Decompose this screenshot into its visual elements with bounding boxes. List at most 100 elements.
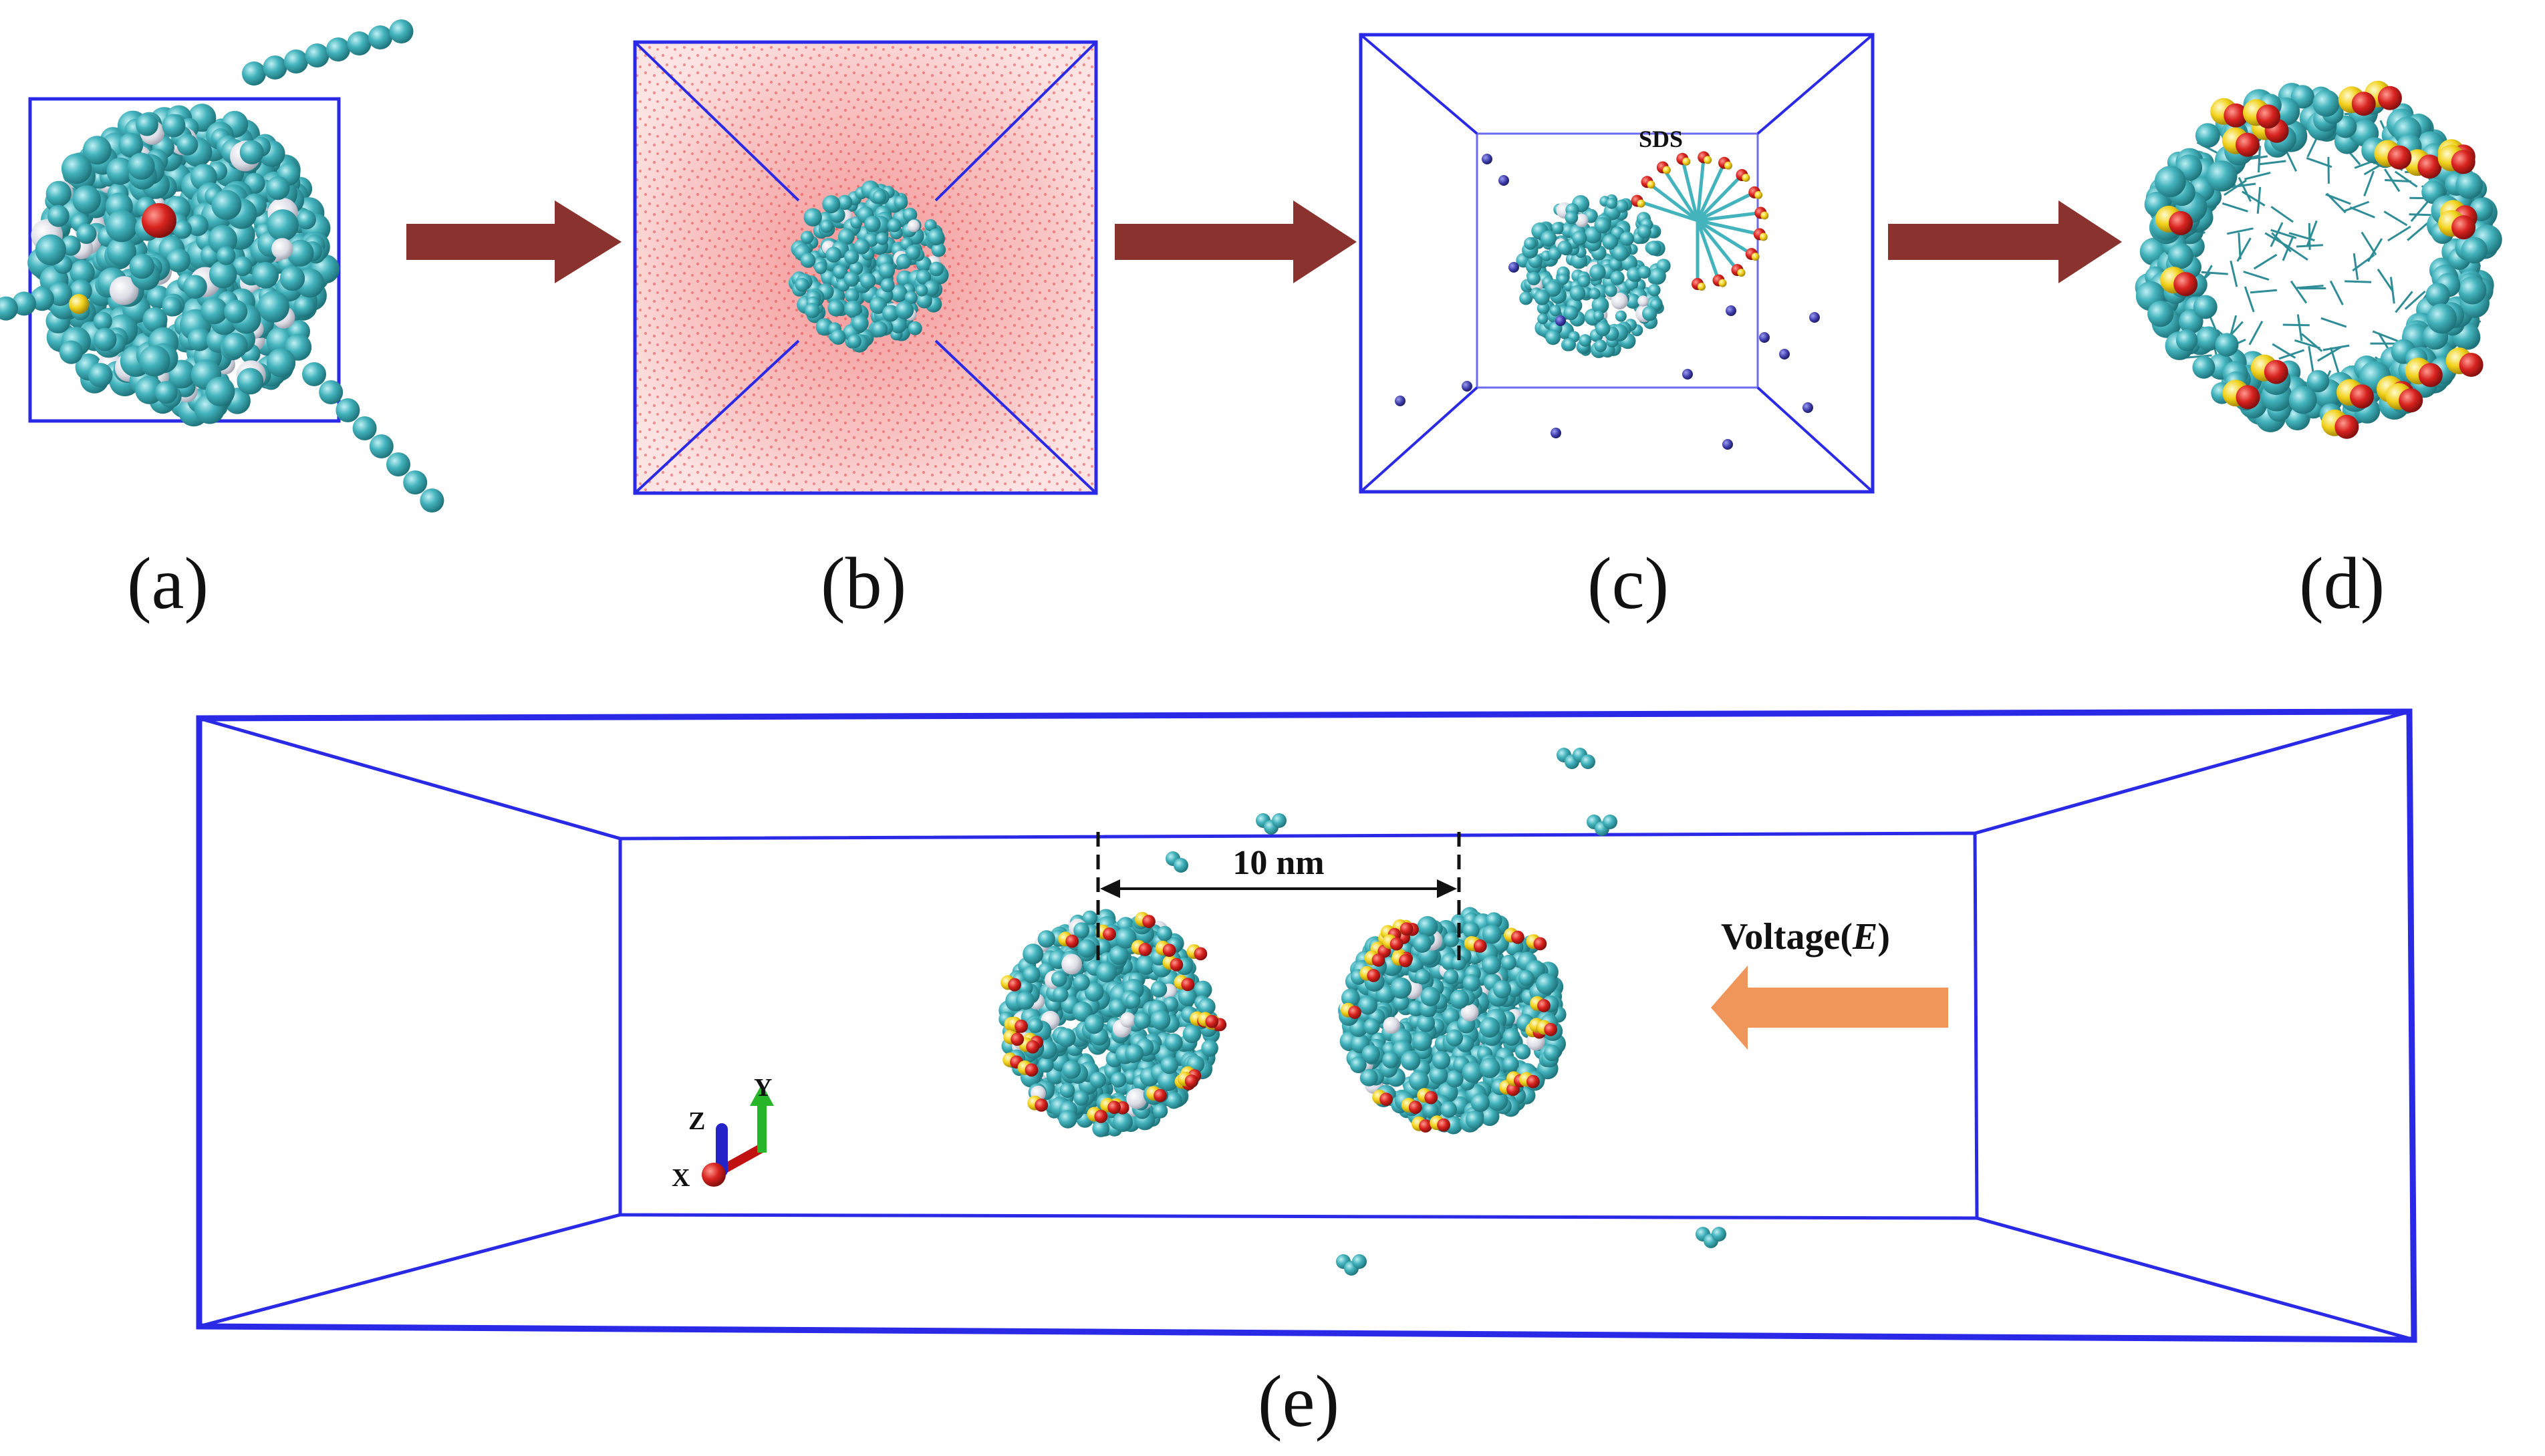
oxygen-atom <box>1107 1101 1121 1115</box>
carbon-atom <box>927 229 944 246</box>
carbon-atom <box>894 195 908 210</box>
sds-micelle <box>1631 151 1769 291</box>
carbon-atom <box>843 271 859 287</box>
carbon-atom <box>1023 966 1041 984</box>
carbon-atom <box>1537 313 1549 325</box>
carbon-atom <box>389 19 414 43</box>
carbon-atom <box>908 321 922 335</box>
carbon-atom <box>233 256 253 277</box>
bond <box>2372 330 2399 342</box>
carbon-atom <box>1545 329 1561 345</box>
carbon-atom <box>1579 334 1592 347</box>
carbon-atom <box>825 247 842 263</box>
carbon-atom <box>1360 1068 1378 1086</box>
bond <box>1696 162 1726 222</box>
carbon-atom <box>876 232 889 245</box>
oxygen-atom <box>2417 154 2442 179</box>
hydrogen-atom <box>109 276 139 305</box>
carbon-atom <box>1551 222 1564 235</box>
oxygen-atom <box>2418 363 2443 388</box>
carbon-atom <box>1165 1092 1182 1109</box>
carbon-atom <box>129 253 155 279</box>
carbon-atom <box>1413 934 1432 953</box>
carbon-atom <box>176 134 198 156</box>
carbon-atom <box>166 248 190 273</box>
sulfur-atom <box>1742 174 1750 182</box>
bond <box>2222 202 2248 212</box>
bond <box>2322 344 2350 351</box>
carbon-atom <box>878 262 896 279</box>
carbon-atom <box>257 291 289 323</box>
bond <box>2343 200 2370 212</box>
carbon-atom <box>1393 994 1410 1011</box>
carbon-atom <box>1038 1057 1054 1073</box>
bond <box>2296 285 2324 289</box>
bond <box>2270 206 2294 223</box>
carbon-atom <box>1363 1018 1380 1035</box>
carbon-atom <box>2455 171 2484 199</box>
carbon-atom <box>1514 1044 1531 1060</box>
carbon-atom <box>1603 815 1617 829</box>
carbon-atom <box>1028 1018 1043 1033</box>
carbon-atom <box>795 277 809 292</box>
oxygen-atom <box>2173 272 2198 297</box>
bond <box>2238 176 2252 202</box>
bond <box>2410 200 2429 223</box>
carbon-atom <box>814 261 827 275</box>
carbon-atom <box>319 380 344 404</box>
carbon-atom <box>1157 925 1172 941</box>
oxygen-atom <box>2256 104 2280 129</box>
carbon-atom <box>1442 1008 1460 1026</box>
carbon-atom <box>302 362 326 386</box>
sodium-ion <box>1682 369 1693 380</box>
right-arrow-icon <box>1888 200 2122 283</box>
carbon-atom <box>2427 303 2457 334</box>
carbon-atom <box>1465 1111 1484 1129</box>
carbon-atom <box>1602 234 1619 250</box>
sodium-ion <box>1482 154 1492 164</box>
bond <box>2327 156 2330 184</box>
carbon-atom <box>1462 921 1480 939</box>
panel-a-molecule-cluster <box>0 19 444 513</box>
carbon-atom <box>1443 969 1459 984</box>
hydrogen-atom <box>1061 954 1082 975</box>
oxygen-atom <box>1035 1099 1049 1112</box>
oxygen-atom <box>1533 937 1547 951</box>
carbon-atom <box>1089 1072 1107 1088</box>
bond <box>2248 320 2264 345</box>
bond <box>1661 166 1700 222</box>
carbon-atom <box>386 452 410 476</box>
carbon-atom <box>1615 310 1627 322</box>
bond <box>2224 179 2248 196</box>
carbon-atom <box>211 190 242 221</box>
sodium-ion <box>1551 428 1561 438</box>
oxygen-atom <box>2264 359 2288 384</box>
sulfur-atom <box>1637 199 1645 208</box>
sodium-ion <box>1779 349 1790 359</box>
carbon-atom <box>279 265 305 291</box>
bond <box>2317 346 2342 362</box>
carbon-atom <box>1486 912 1502 929</box>
carbon-atom <box>209 260 237 289</box>
carbon-atom <box>1178 987 1197 1006</box>
carbon-atom <box>2458 276 2487 305</box>
carbon-atom <box>2175 329 2198 351</box>
bond <box>2244 286 2255 313</box>
carbon-atom <box>1524 237 1537 250</box>
bond <box>2272 343 2296 359</box>
oxygen-atom <box>2169 210 2193 235</box>
carbon-atom <box>30 287 54 311</box>
carbon-atom <box>252 262 279 289</box>
carbon-atom <box>93 327 117 351</box>
carbon-atom <box>1637 225 1651 239</box>
oxygen-atom <box>1094 1109 1108 1123</box>
carbon-atom <box>1480 1107 1500 1127</box>
carbon-atom <box>136 113 158 136</box>
bond <box>2363 170 2375 196</box>
carbon-atom <box>820 219 833 233</box>
oxygen-atom <box>2377 86 2402 110</box>
oxygen-atom <box>2236 132 2260 157</box>
bond <box>2256 186 2262 214</box>
inner-box <box>1476 132 1759 389</box>
